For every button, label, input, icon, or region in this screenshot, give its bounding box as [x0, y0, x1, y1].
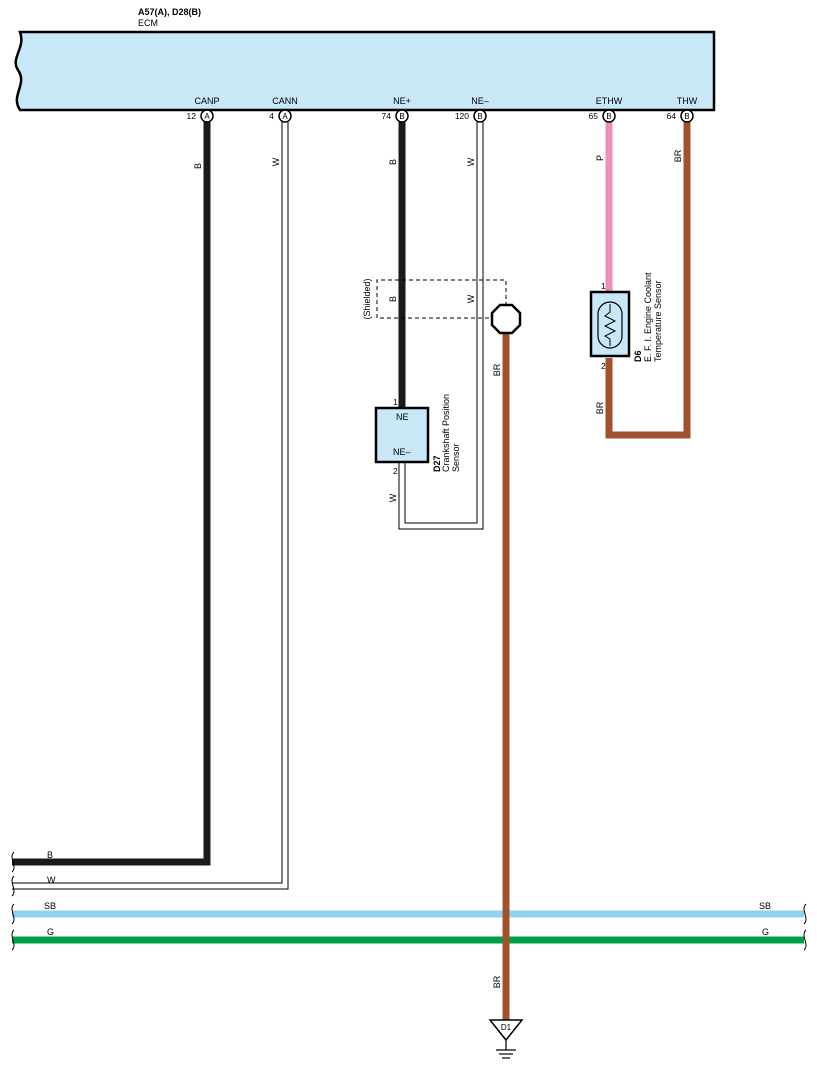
shield-junction [490, 303, 522, 335]
wire-cann [12, 122, 288, 889]
svg-text:B: B [399, 112, 404, 121]
ecm-terminal-thw: THW [677, 96, 698, 106]
svg-text:A: A [204, 112, 210, 121]
svg-text:120: 120 [455, 111, 469, 121]
wire-color-cann: W [271, 157, 281, 166]
svg-text:74: 74 [382, 111, 392, 121]
wire-color-ground: BR [492, 975, 502, 988]
bus-sb-label-right: SB [759, 901, 771, 911]
ecm-name: ECM [138, 18, 158, 28]
ground-code: D1 [501, 1023, 512, 1032]
wire-color-ethw: P [595, 155, 605, 161]
wire-color-d6-pin2: BR [595, 401, 605, 414]
ecm-pin-cann: A 4 [269, 109, 292, 123]
ecm-pin-nep: B 74 [382, 109, 409, 123]
shield-box [376, 279, 507, 319]
ecm-pin-nem: B 120 [455, 109, 487, 123]
ecm-terminal-cann: CANN [272, 96, 298, 106]
wire-cann-outline [12, 122, 289, 890]
wire-color-thw: BR [673, 149, 683, 162]
d6-pin-2: 2 [601, 361, 606, 371]
d27-pin-1: 1 [393, 397, 398, 407]
svg-text:65: 65 [589, 111, 599, 121]
ecm-pin-thw: B 64 [667, 109, 694, 123]
right-break-marks [803, 903, 807, 951]
resistor-icon [603, 304, 617, 346]
d27-terminal-nem: NE– [393, 447, 411, 457]
svg-text:4: 4 [269, 111, 274, 121]
wire-color-shield-b: B [388, 296, 398, 302]
d27-code: D27 [432, 455, 442, 472]
wire-canp [12, 122, 211, 866]
bus-sb-label-left: SB [44, 901, 56, 911]
left-break-marks [11, 851, 15, 951]
ecm-pin-ethw: B 65 [589, 109, 616, 123]
thermistor-icon [597, 301, 623, 349]
svg-text:B: B [477, 112, 482, 121]
d6-name-line2: Temperature Sensor [653, 280, 663, 362]
ecm-terminal-nep: NE+ [393, 96, 411, 106]
coolant-temperature-sensor: 1 2 D6 E. F. I. Engine Coolant Temperatu… [589, 272, 663, 371]
svg-text:64: 64 [667, 111, 677, 121]
shield-label: (Shielded) [362, 278, 372, 319]
wire-nem [399, 122, 483, 529]
svg-text:A: A [282, 112, 288, 121]
d27-terminal-ne: NE [396, 412, 409, 422]
d6-pin-1: 1 [601, 281, 606, 291]
svg-text:B: B [606, 112, 611, 121]
wire-color-shield-w: W [466, 294, 476, 303]
d27-pin-2: 2 [393, 466, 398, 476]
ecm-box [14, 30, 716, 112]
ecm-pin-canp: A 12 [187, 109, 214, 123]
wire-color-nem: W [466, 157, 476, 166]
ecm-terminal-nem: NE– [471, 96, 489, 106]
d6-code: D6 [633, 350, 643, 362]
ground-point-d1: D1 [488, 1019, 524, 1059]
wire-color-shield-drain: BR [492, 363, 502, 376]
d27-name-line2: Sensor [451, 443, 461, 472]
ecm-terminal-ethw: ETHW [596, 96, 623, 106]
d6-name-line1: E. F. I. Engine Coolant [643, 272, 653, 362]
bus-b-label: B [47, 850, 53, 860]
svg-text:12: 12 [187, 111, 197, 121]
d27-name-line1: Crankshaft Position [441, 394, 451, 472]
crankshaft-position-sensor: NE NE– 1 2 D27 Crankshaft Position Senso… [374, 394, 461, 476]
svg-text:B: B [684, 112, 689, 121]
wire-color-d27-pin2: W [388, 493, 398, 502]
ecm-connector-title: A57(A), D28(B) [138, 7, 201, 17]
wire-color-canp: B [193, 163, 203, 169]
wire-thw [605, 122, 691, 439]
bus-g-label-right: G [762, 927, 769, 937]
wire-color-nep: B [388, 159, 398, 165]
bus-w-label: W [47, 875, 56, 885]
ecm-terminal-canp: CANP [194, 96, 219, 106]
bus-g-label-left: G [47, 927, 54, 937]
